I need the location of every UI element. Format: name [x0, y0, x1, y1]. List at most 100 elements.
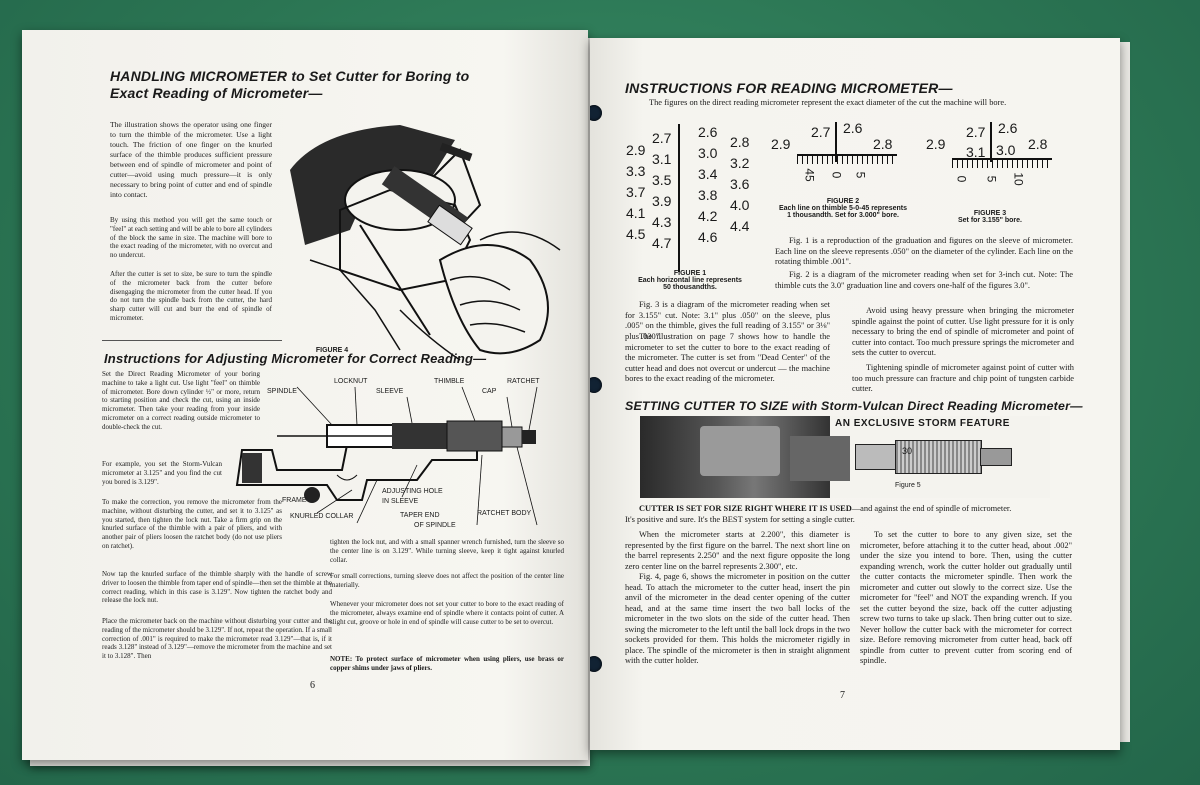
figure-5-photo: 30 AN EXCLUSIVE STORM FEATURE Figure 5 — [640, 416, 1050, 498]
figure-4-caption: FIGURE 4 — [315, 347, 349, 354]
label-taper-end: TAPER END — [400, 512, 440, 519]
left-heading-1-line2: Exact Reading of Micrometer— — [110, 85, 323, 101]
label-in-sleeve: IN SLEEVE — [382, 498, 419, 505]
fig1-mid-2: 3.5 — [652, 172, 672, 188]
left-para-9: tighten the lock nut, and with a small s… — [330, 538, 564, 564]
fig1-far-2: 3.6 — [730, 176, 750, 192]
fig1-right-1: 3.0 — [698, 145, 718, 161]
fig1-right-2: 3.4 — [698, 166, 718, 182]
left-para-1: The illustration shows the operator usin… — [110, 120, 272, 199]
fig1-right-0: 2.6 — [698, 124, 718, 140]
fig1-far-4: 4.4 — [730, 218, 750, 234]
right-para-fig2: Fig. 2 is a diagram of the micrometer re… — [775, 270, 1073, 290]
label-sleeve: SLEEVE — [376, 388, 404, 395]
figure-2-caption: FIGURE 2 Each line on thimble 5-0-45 rep… — [768, 198, 918, 219]
divider — [102, 340, 282, 341]
left-para-11: Whenever your micrometer does not set yo… — [330, 600, 564, 626]
left-para-8: Place the micrometer back on the machine… — [102, 617, 332, 661]
fig3-ticks — [952, 160, 1052, 168]
exclusive-feature-label: AN EXCLUSIVE STORM FEATURE — [835, 418, 1010, 429]
right-para-page7: The illustration on page 7 shows how to … — [625, 332, 830, 383]
right-heading-1: INSTRUCTIONS FOR READING MICROMETER— — [625, 80, 953, 96]
thimble-number: 30 — [902, 446, 913, 456]
fig1-mid-1: 3.1 — [652, 151, 672, 167]
label-ratchet: RATCHET — [507, 378, 540, 385]
fig3-top-2: 2.6 — [998, 120, 1018, 136]
micrometer-sleeve — [855, 444, 897, 470]
micrometer-diagram — [235, 386, 538, 526]
left-para-7: Now tap the knurled surface of the thimb… — [102, 570, 332, 605]
fig3-caption-title: FIGURE 3 — [973, 210, 1007, 217]
left-page: HANDLING MICROMETER to Set Cutter for Bo… — [22, 30, 588, 760]
micrometer-ratchet — [980, 448, 1012, 466]
label-of-spindle: OF SPINDLE — [414, 522, 456, 529]
fig1-caption-line2: 50 thousandths. — [663, 284, 717, 291]
fig2-baseline — [797, 154, 897, 156]
right-para-fig1: Fig. 1 is a reproduction of the graduati… — [775, 236, 1073, 266]
fig2-thimble-45: 45 — [802, 168, 817, 182]
fig1-right-4: 4.2 — [698, 208, 718, 224]
fig3-side-1: 2.9 — [926, 136, 946, 152]
fig2-top-1: 2.7 — [811, 124, 831, 140]
label-locknut: LOCKNUT — [334, 378, 368, 385]
fig3-thimble-5: 5 — [984, 175, 999, 183]
micrometer-thimble — [895, 440, 982, 474]
fig2-thimble-5: 5 — [853, 171, 868, 179]
fig2-caption-title: FIGURE 2 — [826, 198, 860, 205]
fig2-thimble-0: 0 — [829, 171, 844, 179]
fig1-caption-title: FIGURE 1 — [673, 270, 707, 277]
scale-axis — [678, 124, 680, 272]
right-col2-para1: To set the cutter to bore to any given s… — [860, 530, 1072, 665]
left-heading-1: HANDLING MICROMETER to Set Cutter for Bo… — [110, 68, 530, 102]
right-heading-2: SETTING CUTTER TO SIZE with Storm-Vulcan… — [625, 399, 1083, 413]
figure-2-diagram: 2.7 2.6 2.9 2.8 45 0 5 — [771, 120, 897, 192]
label-frame: FRAME — [282, 497, 307, 504]
fig2-caption-line1: Each line on thimble 5-0-45 represents — [779, 205, 907, 212]
figure-3-caption: FIGURE 3 Set for 3.155" bore. — [940, 210, 1040, 224]
page-number-left: 6 — [310, 680, 315, 691]
fig1-left-4: 4.5 — [626, 226, 646, 242]
left-para-10: For small corrections, turning sleeve do… — [330, 572, 564, 589]
fig1-far-1: 3.2 — [730, 155, 750, 171]
label-ratchet-body: RATCHET BODY — [477, 510, 532, 517]
fig1-mid-3: 3.9 — [652, 193, 672, 209]
fig1-mid-0: 2.7 — [652, 130, 672, 146]
cutter-set-line2: It's positive and sure. It's the BEST sy… — [625, 515, 855, 524]
cutter-set-bold: CUTTER IS SET FOR SIZE RIGHT WHERE IT IS… — [639, 504, 852, 513]
fig2-caption-line2: 1 thousandth. Set for 3.000" bore. — [787, 212, 899, 219]
label-knurled-collar: KNURLED COLLAR — [290, 513, 354, 520]
left-para-12: NOTE: To protect surface of micrometer w… — [330, 655, 564, 672]
fig2-side-2: 2.8 — [873, 136, 893, 152]
fig1-far-3: 4.0 — [730, 197, 750, 213]
fig3-axis — [990, 122, 992, 162]
binder-hole-3 — [590, 656, 602, 672]
left-heading-2: Instructions for Adjusting Micrometer fo… — [104, 351, 487, 366]
label-cap: CAP — [482, 388, 497, 395]
fig3-baseline — [952, 158, 1052, 160]
fig1-right-3: 3.8 — [698, 187, 718, 203]
figure-5-caption: Figure 5 — [895, 482, 921, 489]
left-para-6: To make the correction, you remove the m… — [102, 498, 282, 550]
fig1-right-col: 2.6 3.0 3.4 3.8 4.2 4.6 — [698, 122, 717, 248]
fig1-far-0: 2.8 — [730, 134, 750, 150]
fig1-mid-col: 2.7 3.1 3.5 3.9 4.3 4.7 — [652, 128, 671, 254]
fig2-axis — [835, 122, 837, 162]
fig1-right-5: 4.6 — [698, 229, 718, 245]
figure-1-scale: 2.9 3.3 3.7 4.1 4.5 2.7 3.1 3.5 3.9 4.3 … — [618, 124, 758, 274]
right-col1-para2: Fig. 4, page 6, shows the micrometer in … — [625, 572, 850, 665]
fig3-thimble-10: 10 — [1011, 172, 1026, 186]
fig1-far-col: 2.8 3.2 3.6 4.0 4.4 — [730, 132, 749, 237]
fig2-side-1: 2.9 — [771, 136, 791, 152]
cutter-set-rest: —and against the end of spindle of micro… — [851, 504, 1012, 513]
fig3-thimble-0: 0 — [954, 175, 969, 183]
page-number-right: 7 — [840, 690, 845, 701]
fig3-mid-2: 3.0 — [996, 142, 1016, 158]
fig1-left-1: 3.3 — [626, 163, 646, 179]
fig3-side-2: 2.8 — [1028, 136, 1048, 152]
left-para-3: After the cutter is set to size, be sure… — [110, 270, 272, 322]
figure-4-illustration — [290, 125, 561, 361]
binder-hole-2 — [590, 377, 602, 393]
right-para-fig3: Fig. 3 is a diagram of the micrometer re… — [625, 300, 830, 341]
right-col1-para1: When the micrometer starts at 2.200", th… — [625, 530, 850, 571]
fig2-ticks — [797, 156, 897, 164]
